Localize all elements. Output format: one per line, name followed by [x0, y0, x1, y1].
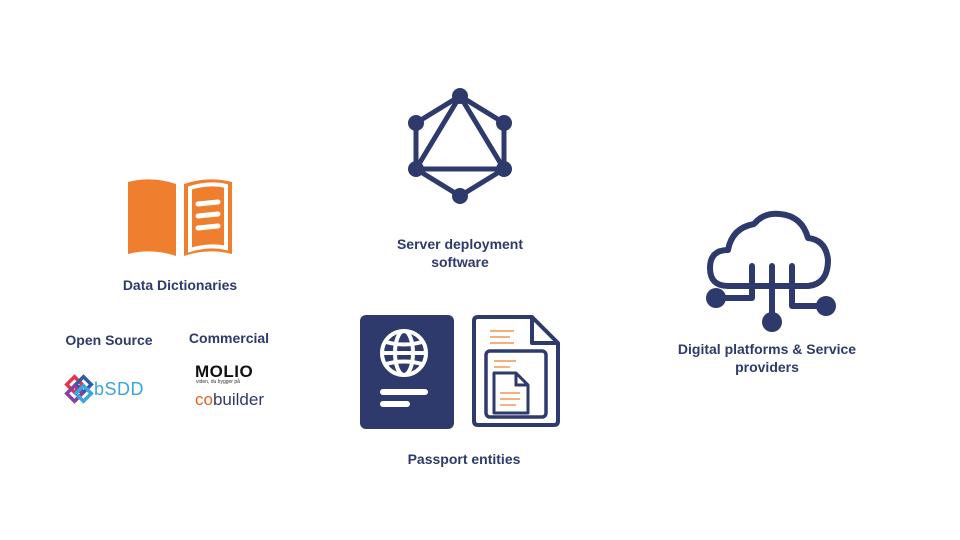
- document-icon: [472, 315, 560, 427]
- graphql-icon: [408, 88, 512, 204]
- server-label-line1: Server deployment: [396, 236, 524, 252]
- platforms-label-line2: providers: [735, 359, 799, 375]
- bsdd-text: bSDD: [94, 379, 145, 399]
- passport-label: Passport entities: [407, 451, 521, 467]
- cloud-network-icon: [706, 210, 836, 332]
- dictionaries-label: Data Dictionaries: [122, 277, 238, 293]
- open-book-icon: [128, 179, 232, 256]
- molio-logo[interactable]: MOLIO viden, du bygger på: [195, 362, 265, 386]
- bsdd-mark-icon: [64, 374, 94, 404]
- server-label-line2: software: [431, 254, 489, 270]
- commercial-heading: Commercial: [188, 330, 270, 346]
- platforms-label-line1: Digital platforms & Service: [677, 341, 857, 357]
- open-source-heading: Open Source: [65, 332, 153, 348]
- molio-tagline: viden, du bygger på: [196, 379, 240, 385]
- server-label: Server deployment software: [360, 235, 560, 271]
- bsdd-logo[interactable]: bSDD: [64, 374, 146, 404]
- platforms-label: Digital platforms & Service providers: [652, 340, 882, 376]
- passport-icon: [360, 315, 454, 429]
- cobuilder-logo[interactable]: cobuilder: [195, 390, 275, 412]
- molio-text: MOLIO: [195, 362, 254, 381]
- cobuilder-text-co: co: [195, 390, 213, 409]
- cobuilder-text-builder: builder: [212, 390, 265, 409]
